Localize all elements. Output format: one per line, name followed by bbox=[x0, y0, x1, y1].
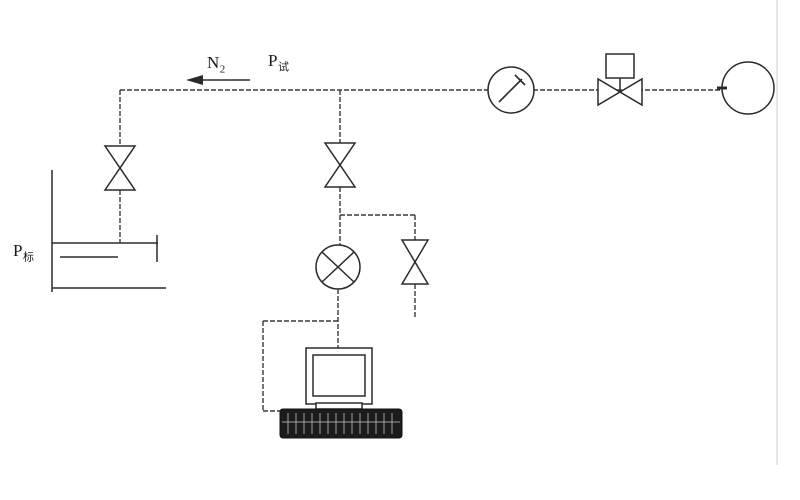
label-n2: N2 bbox=[207, 53, 226, 76]
label-p-ref-sub: 标 bbox=[22, 251, 35, 264]
label-n2-sub: 2 bbox=[219, 63, 226, 76]
computer-icon bbox=[279, 347, 403, 439]
pressure-tap-chamber bbox=[51, 170, 166, 292]
keyboard-keys bbox=[282, 413, 400, 434]
vent-valve-icon bbox=[400, 239, 430, 285]
keyboard bbox=[279, 408, 403, 439]
hand-valve-middle-icon bbox=[323, 142, 357, 188]
label-p-ref: P标 bbox=[13, 241, 35, 264]
label-p-test: P试 bbox=[268, 51, 290, 74]
label-p-test-base: P bbox=[268, 51, 278, 70]
label-p-ref-base: P bbox=[13, 241, 23, 260]
pipe-main-line bbox=[119, 89, 722, 412]
flow-direction-arrow-icon bbox=[186, 75, 250, 85]
hand-valve-left-icon bbox=[103, 145, 137, 191]
scan-artifact-line bbox=[776, 0, 778, 465]
check-valve-icon bbox=[487, 66, 535, 114]
pressure-transducer-icon bbox=[315, 244, 361, 290]
gas-source-icon bbox=[717, 61, 775, 115]
label-n2-base: N bbox=[207, 53, 220, 72]
solenoid-valve-icon bbox=[597, 53, 643, 107]
label-p-test-sub: 试 bbox=[277, 61, 290, 74]
